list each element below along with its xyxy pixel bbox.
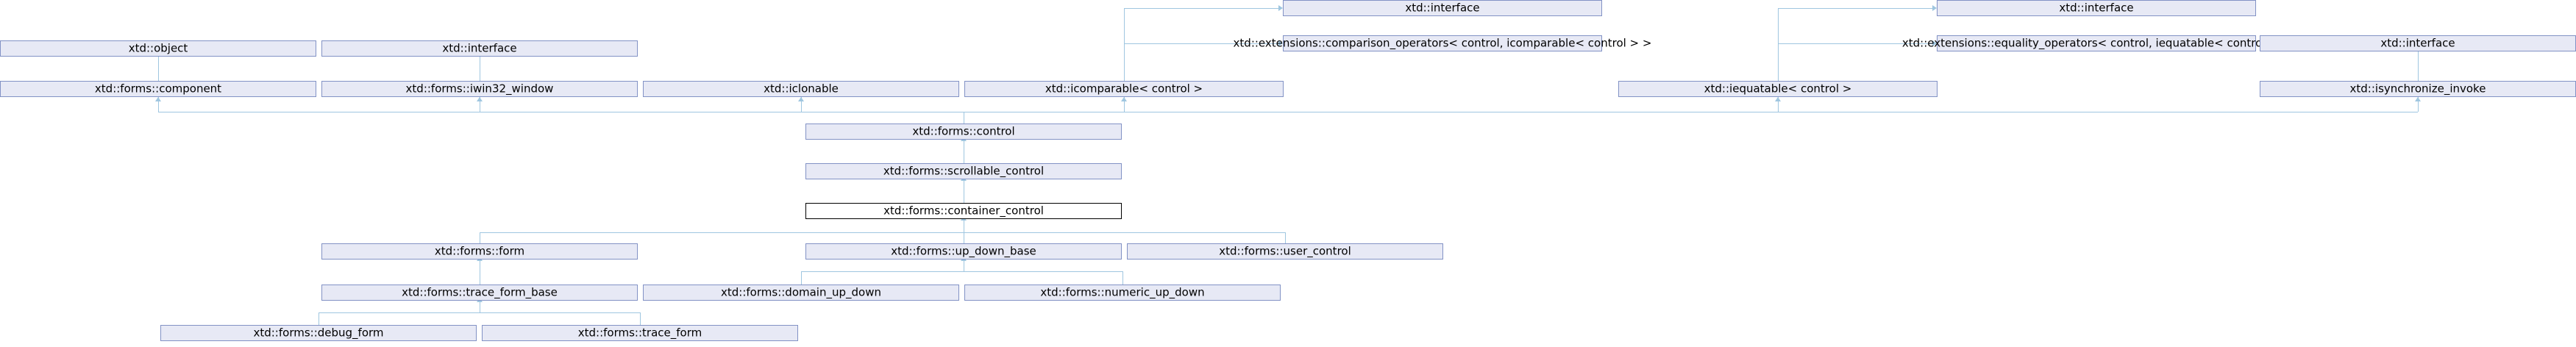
edge-control-to-iequatable xyxy=(1778,97,1779,112)
arrowhead-iequatable-equality-operators xyxy=(1932,40,1937,46)
node-forms-user-control[interactable]: xtd::forms::user_control xyxy=(1127,243,1443,260)
node-label: xtd::forms::iwin32_window xyxy=(405,82,554,95)
node-forms-debug-form[interactable]: xtd::forms::debug_form xyxy=(160,325,477,341)
edge-icomparable-riser xyxy=(1124,8,1125,81)
node-label: xtd::object xyxy=(128,41,188,54)
node-xtd-interface-far-right[interactable]: xtd::interface xyxy=(2260,35,2576,51)
edge-containercontrol-to-usercontrol xyxy=(1285,232,1286,243)
arrowhead-control-component xyxy=(155,97,161,101)
node-xtd-interface-left[interactable]: xtd::interface xyxy=(1283,0,1602,16)
edge-containercontrol-children-bus xyxy=(480,232,1285,233)
node-forms-up-down-base[interactable]: xtd::forms::up_down_base xyxy=(805,243,1122,260)
node-label: xtd::forms::trace_form_base xyxy=(402,285,558,298)
edge-icomparable-to-interface xyxy=(1124,8,1278,9)
node-label: xtd::forms::user_control xyxy=(1219,244,1351,257)
edge-object-component xyxy=(158,57,159,81)
edge-updownbase-to-numericupdown xyxy=(1122,271,1123,285)
node-label: xtd::forms::domain_up_down xyxy=(721,285,881,298)
edge-updownbase-children-bus xyxy=(801,271,1122,272)
node-label: xtd::isynchronize_invoke xyxy=(2349,82,2486,95)
arrowhead-control-isynchronizeinvoke xyxy=(2415,97,2421,101)
edge-control-to-component xyxy=(158,97,159,112)
arrowhead-control-iequatable xyxy=(1775,97,1781,101)
node-label: xtd::interface xyxy=(2059,1,2134,14)
node-label: xtd::forms::component xyxy=(94,82,222,95)
node-xtd-object[interactable]: xtd::object xyxy=(0,40,316,57)
arrowhead-control-icomparable xyxy=(1121,97,1127,101)
node-forms-domain-up-down[interactable]: xtd::forms::domain_up_down xyxy=(643,285,959,301)
node-label: xtd::forms::debug_form xyxy=(253,326,384,339)
node-forms-scrollable-control[interactable]: xtd::forms::scrollable_control xyxy=(805,163,1122,179)
node-label: xtd::interface xyxy=(442,41,517,54)
node-forms-component[interactable]: xtd::forms::component xyxy=(0,81,316,97)
edge-updownbase-to-domainupdown xyxy=(801,271,802,285)
node-iequatable[interactable]: xtd::iequatable< control > xyxy=(1618,81,1938,97)
node-forms-control[interactable]: xtd::forms::control xyxy=(805,124,1122,140)
edge-traceformbase-to-traceform xyxy=(640,312,641,325)
node-label: xtd::forms::control xyxy=(912,124,1015,137)
node-forms-numeric-up-down[interactable]: xtd::forms::numeric_up_down xyxy=(964,285,1281,301)
node-label: xtd::forms::numeric_up_down xyxy=(1040,285,1205,298)
edge-control-to-iclonable xyxy=(801,97,802,112)
node-label: xtd::forms::trace_form xyxy=(577,326,702,339)
node-label: xtd::interface xyxy=(2380,36,2455,49)
node-label: xtd::interface xyxy=(1405,1,1480,14)
arrowhead-icomparable-interface xyxy=(1278,5,1283,11)
edge-interface-isynchronizeinvoke xyxy=(2418,51,2419,81)
node-label: xtd::forms::scrollable_control xyxy=(883,164,1045,177)
arrowhead-control-iclonable xyxy=(798,97,804,101)
node-forms-trace-form[interactable]: xtd::forms::trace_form xyxy=(482,325,798,341)
node-equality-operators[interactable]: xtd::extensions::equality_operators< con… xyxy=(1902,35,2291,51)
node-label: xtd::forms::form xyxy=(434,244,525,257)
node-label: xtd::forms::up_down_base xyxy=(891,244,1036,257)
node-xtd-interface[interactable]: xtd::interface xyxy=(321,40,638,57)
edge-iequatable-to-interface xyxy=(1778,8,1932,9)
node-forms-form[interactable]: xtd::forms::form xyxy=(321,243,638,260)
node-icomparable[interactable]: xtd::icomparable< control > xyxy=(964,81,1284,97)
edge-control-to-icomparable xyxy=(1124,97,1125,112)
node-forms-trace-form-base[interactable]: xtd::forms::trace_form_base xyxy=(321,285,638,301)
arrowhead-iequatable-interface xyxy=(1932,5,1937,11)
edge-control-to-isynchronizeinvoke xyxy=(2418,97,2419,112)
edge-iequatable-to-equality-operators xyxy=(1778,43,1932,44)
node-label: xtd::iequatable< control > xyxy=(1704,82,1852,95)
node-xtd-interface-right[interactable]: xtd::interface xyxy=(1937,0,2256,16)
arrowhead-icomparable-comparison-operators xyxy=(1278,40,1283,46)
node-label: xtd::icomparable< control > xyxy=(1045,82,1203,95)
node-forms-iwin32-window[interactable]: xtd::forms::iwin32_window xyxy=(321,81,638,97)
arrowhead-control-iwin32window xyxy=(477,97,483,101)
node-label: xtd::extensions::equality_operators< con… xyxy=(1901,36,2291,49)
node-isynchronize-invoke[interactable]: xtd::isynchronize_invoke xyxy=(2260,81,2576,97)
node-label: xtd::extensions::comparison_operators< c… xyxy=(1233,36,1652,49)
node-label: xtd::iclonable xyxy=(764,82,839,95)
edge-icomparable-to-comparison-operators xyxy=(1124,43,1278,44)
edge-iequatable-riser xyxy=(1778,8,1779,81)
node-iclonable[interactable]: xtd::iclonable xyxy=(643,81,959,97)
node-label: xtd::forms::container_control xyxy=(883,204,1044,217)
edge-traceformbase-children-bus xyxy=(319,312,640,313)
node-forms-container-control[interactable]: xtd::forms::container_control xyxy=(805,203,1122,219)
node-comparison-operators[interactable]: xtd::extensions::comparison_operators< c… xyxy=(1234,35,1651,51)
